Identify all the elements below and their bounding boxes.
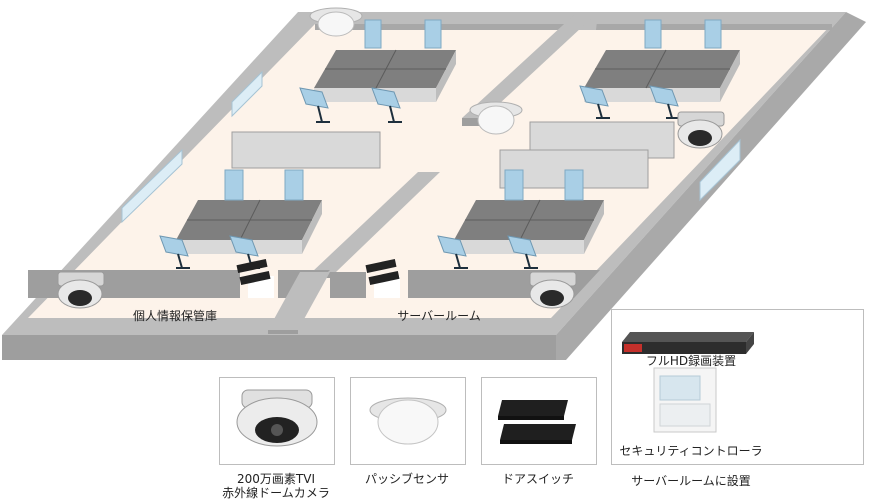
dome-camera-marker-1 (57, 271, 105, 309)
windows (121, 70, 741, 224)
dome-camera-label-line1: 200万画素TVI (237, 472, 315, 486)
door-switch-marker-left (236, 258, 271, 286)
passive-sensor-card (350, 377, 466, 465)
door-switch-card (481, 377, 597, 465)
monitors (224, 19, 722, 201)
room-label-server: サーバールーム (397, 309, 481, 323)
room-label-personal-info: 個人情報保管庫 (132, 309, 217, 323)
dome-camera-marker-3 (529, 271, 577, 309)
dome-camera-card (219, 377, 335, 465)
passive-sensor-icon (369, 397, 447, 445)
desk-group-front-left (176, 199, 322, 254)
hd-recorder-label: フルHD録画装置 (645, 354, 737, 368)
chairs (159, 85, 680, 269)
server-room-install-label: サーバールームに設置 (631, 474, 751, 488)
hd-recorder-icon (622, 332, 754, 433)
door-switch-icon (498, 400, 576, 444)
dome-camera-icon (236, 389, 318, 447)
door-switch-label: ドアスイッチ (501, 472, 574, 486)
server-room-equipment-box (611, 309, 864, 465)
passive-sensor-marker-2 (469, 101, 523, 135)
passive-sensor-label: パッシブセンサ (364, 472, 449, 486)
passive-sensor-marker-1 (309, 7, 363, 37)
desk-group-back-right (584, 49, 740, 102)
door-switch-marker-right (365, 258, 400, 286)
dome-camera-label-line2: 赤外線ドームカメラ (222, 486, 330, 500)
security-controller-label: セキュリティコントローラ (619, 444, 763, 458)
cabinets (231, 121, 675, 189)
dome-camera-marker-2 (677, 111, 725, 149)
